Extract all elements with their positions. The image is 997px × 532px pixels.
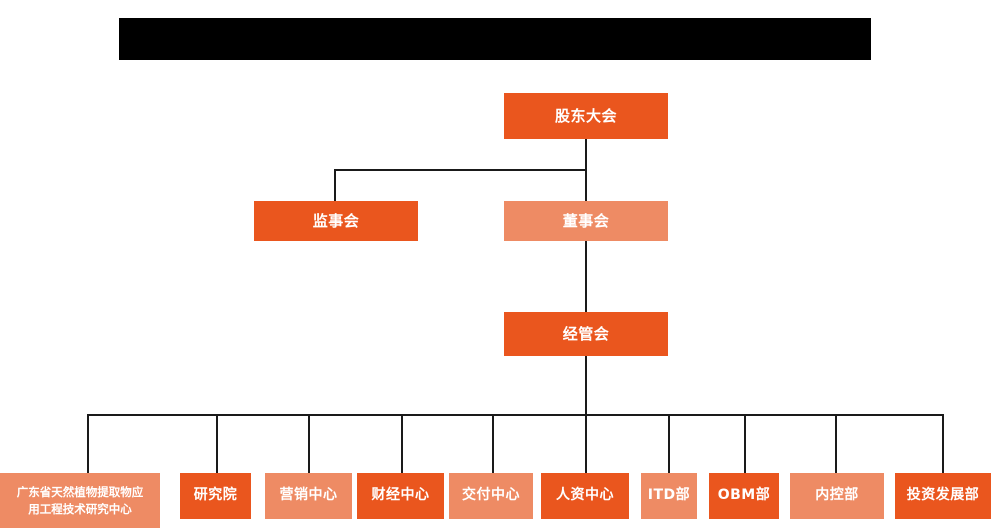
connector-shareholders-down <box>585 139 587 171</box>
connector-drop-research-center <box>87 414 89 473</box>
connector-drop-investment <box>942 414 944 473</box>
node-research-institute[interactable]: 研究院 <box>180 473 251 519</box>
node-delivery-center[interactable]: 交付中心 <box>449 473 533 519</box>
node-shareholders-meeting[interactable]: 股东大会 <box>504 93 668 139</box>
node-investment-development-department[interactable]: 投资发展部 <box>895 473 991 519</box>
connector-drop-hr <box>585 414 587 473</box>
node-obm-department[interactable]: OBM部 <box>709 473 779 519</box>
node-hr-center[interactable]: 人资中心 <box>541 473 629 519</box>
connector-level2-bus <box>334 169 587 171</box>
node-marketing-center[interactable]: 营销中心 <box>265 473 352 519</box>
node-board-of-directors[interactable]: 董事会 <box>504 201 668 241</box>
title-banner <box>119 18 871 60</box>
connector-directors-to-mgmt <box>585 240 587 312</box>
connector-drop-obm <box>744 414 746 473</box>
connector-mgmt-down <box>585 356 587 415</box>
node-research-center-line2: 用工程技术研究中心 <box>28 501 132 516</box>
node-internal-control-department[interactable]: 内控部 <box>790 473 884 519</box>
node-research-center-line1: 广东省天然植物提取物应 <box>16 484 144 499</box>
node-finance-center[interactable]: 财经中心 <box>357 473 444 519</box>
connector-drop-internal-control <box>835 414 837 473</box>
node-itd-department[interactable]: ITD部 <box>641 473 697 519</box>
connector-drop-finance <box>401 414 403 473</box>
connector-drop-itd <box>668 414 670 473</box>
connector-supervisors-down <box>334 169 336 201</box>
connector-drop-research-institute <box>216 414 218 473</box>
node-research-center[interactable]: 广东省天然植物提取物应 用工程技术研究中心 <box>0 473 160 528</box>
connector-leaf-bus <box>87 414 943 416</box>
node-management-committee[interactable]: 经管会 <box>504 312 668 356</box>
node-board-of-supervisors[interactable]: 监事会 <box>254 201 418 241</box>
connector-drop-delivery <box>492 414 494 473</box>
connector-directors-down <box>585 169 587 201</box>
connector-drop-marketing <box>308 414 310 473</box>
